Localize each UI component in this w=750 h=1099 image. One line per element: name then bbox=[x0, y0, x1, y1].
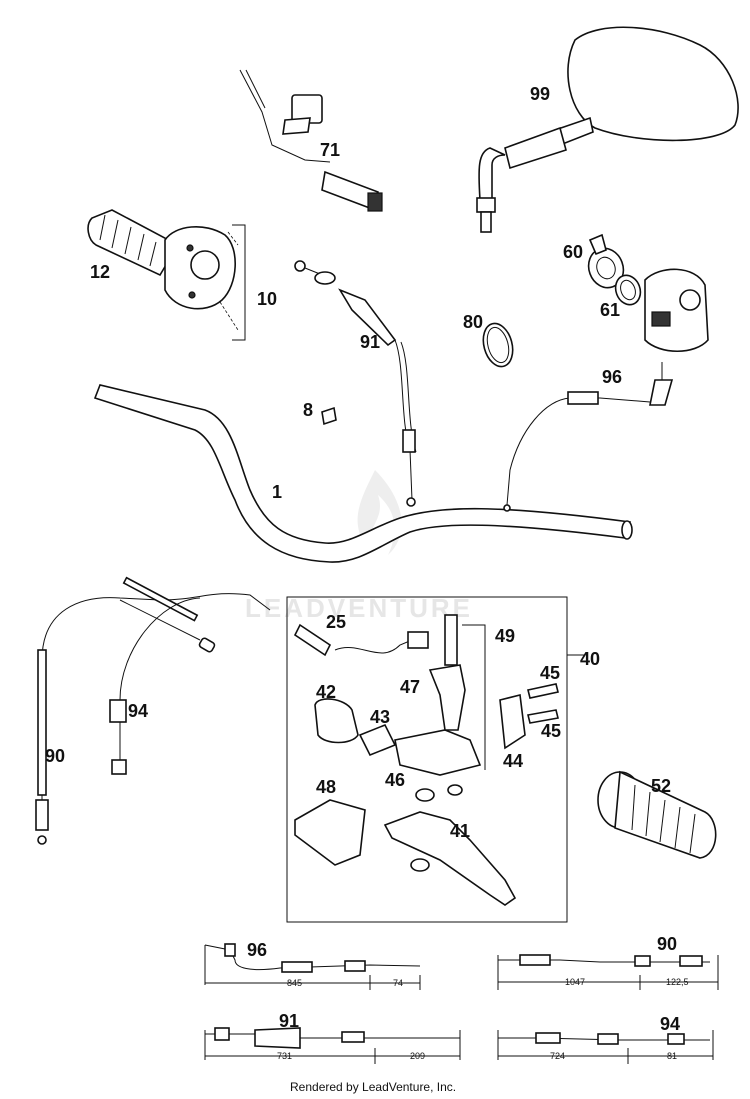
detail-96-dim-length: 845 bbox=[287, 978, 302, 988]
callout-12: 12 bbox=[90, 262, 110, 282]
callout-61: 61 bbox=[600, 300, 620, 320]
callout-80: 80 bbox=[463, 312, 483, 332]
detail-94-dim-end: 81 bbox=[667, 1051, 677, 1061]
callout-41: 41 bbox=[450, 821, 470, 841]
cable-90-94-left bbox=[35, 576, 271, 845]
cable-detail-96: 96 845 74 bbox=[204, 940, 421, 990]
credit-text: Rendered by LeadVenture, Inc. bbox=[290, 1080, 456, 1094]
callout-8: 8 bbox=[303, 400, 313, 420]
cable-detail-94: 94 724 81 bbox=[497, 1014, 714, 1064]
callout-1: 1 bbox=[272, 482, 282, 502]
throttle-grip bbox=[87, 209, 246, 341]
callout-10: 10 bbox=[257, 289, 277, 309]
callout-40: 40 bbox=[580, 649, 600, 669]
detail-91-dim-length: 731 bbox=[277, 1051, 292, 1061]
callout-45-upper: 45 bbox=[540, 663, 560, 683]
detail-90-dim-end: 122,5 bbox=[666, 977, 689, 987]
callout-94: 94 bbox=[128, 701, 148, 721]
callout-47: 47 bbox=[400, 677, 420, 697]
detail-94-label: 94 bbox=[660, 1014, 680, 1034]
detail-90-dim-length: 1047 bbox=[565, 977, 585, 987]
clutch-cable-upper bbox=[503, 362, 674, 512]
callout-91: 91 bbox=[360, 332, 380, 352]
throttle-cable-upper bbox=[294, 260, 417, 507]
detail-91-dim-end: 209 bbox=[410, 1051, 425, 1061]
callout-90: 90 bbox=[45, 746, 65, 766]
callout-48: 48 bbox=[316, 777, 336, 797]
detail-91-label: 91 bbox=[279, 1011, 299, 1031]
detail-96-label: 96 bbox=[247, 940, 267, 960]
clutch-lever-group bbox=[286, 596, 585, 923]
callout-60: 60 bbox=[563, 242, 583, 262]
watermark-text: LEADVENTURE bbox=[245, 593, 473, 623]
hose-clamp bbox=[482, 322, 514, 368]
callout-45-lower: 45 bbox=[541, 721, 561, 741]
callout-49: 49 bbox=[495, 626, 515, 646]
callout-46: 46 bbox=[385, 770, 405, 790]
left-grip bbox=[597, 770, 717, 859]
mirror bbox=[476, 26, 739, 233]
callout-96: 96 bbox=[602, 367, 622, 387]
cable-detail-91: 91 731 209 bbox=[204, 1011, 461, 1064]
callout-25: 25 bbox=[326, 612, 346, 632]
callout-52: 52 bbox=[651, 776, 671, 796]
detail-90-label: 90 bbox=[657, 934, 677, 954]
kill-switch bbox=[239, 69, 383, 212]
detail-96-dim-end: 74 bbox=[393, 978, 403, 988]
callout-44: 44 bbox=[503, 751, 523, 771]
cable-clip bbox=[321, 406, 337, 426]
cable-detail-90: 90 1047 122,5 bbox=[497, 934, 719, 990]
handlebar bbox=[93, 384, 633, 563]
callout-71: 71 bbox=[320, 140, 340, 160]
callout-99: 99 bbox=[530, 84, 550, 104]
switch-assembly bbox=[587, 233, 709, 352]
detail-94-dim-length: 724 bbox=[550, 1051, 565, 1061]
callout-42: 42 bbox=[316, 682, 336, 702]
callout-43: 43 bbox=[370, 707, 390, 727]
